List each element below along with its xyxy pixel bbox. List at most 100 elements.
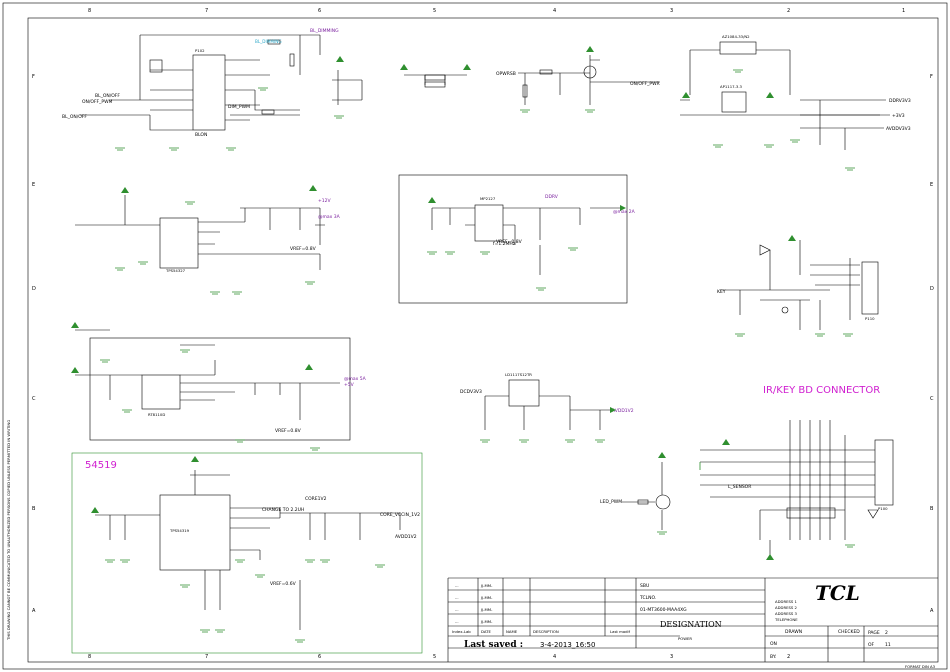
of-label: OF [868,642,875,648]
net-label: ON/OFF_PWR [630,81,660,87]
regulator-u11 [719,41,757,55]
resistor [424,81,446,88]
drawn-label: DRAWN [785,629,802,635]
diode [759,244,771,256]
resistor [522,84,528,98]
checked-label: CHECKED [838,629,860,635]
vref-label: VREF=0.8V [290,246,317,252]
part-label: AP1117-3.3 [720,84,743,89]
net-label: @max 3A [318,214,341,220]
net-label: DDRV [545,194,559,200]
col-marker: 4 [553,654,556,660]
core-buck-block: 54519 TPS54319 CHANGE TO 2.2UH CORE1V2 C… [71,452,423,654]
net-label: BLON [195,132,207,138]
col-marker: 3 [670,654,673,660]
designation-label: DESIGNATION [660,620,722,629]
row-marker: B [32,506,36,512]
of-value: 11 [885,642,891,648]
title-block: Index-Lab DATE NAME DESCRIPTION Last mod… [447,577,938,669]
net-label: CORE_VCCIN_1V2 [380,512,420,518]
row-marker: C [32,396,36,402]
col-header: NAME [506,629,518,634]
vref-label: VREF=0.8V [275,428,302,434]
net-label: AVDD1V2 [395,534,417,540]
row-marker: D [930,286,934,292]
side-note: THIS DRAWING CANNOT BE COMMUNICATED TO U… [6,420,11,641]
rev-index: ... [455,619,459,624]
54519-label: 54519 [85,460,117,471]
rev-date: JJ-MM- [480,595,493,600]
address-line: ADDRESS 3 [775,611,798,616]
row-marker: B [930,506,934,512]
net-label: DDRV3V3 [889,98,911,104]
54519-box [71,452,423,654]
net-label: LED_PWM [600,499,622,505]
net-label: +12V [318,198,331,204]
test-point [781,306,789,314]
net-label: DIM_PWM [228,104,250,110]
row-marker: F [32,74,35,80]
diode [867,509,879,519]
col-marker: 1 [902,8,905,14]
col-marker: 2 [787,654,790,660]
regulator-3v3-block: AZ1084-33/N2 AP1117-3.3 DDRV3V3 +3V3 AVD… [680,34,911,171]
resistor [424,74,446,81]
connector-p100 [874,439,894,506]
connector-p110 [861,261,879,315]
resistor [539,69,553,75]
net-label: L_SENSOR [728,484,751,490]
row-markers: F E D C B A F E D C B A [32,74,934,614]
freq-label: f=1.2MHz [493,241,516,247]
ic-rt8110d [141,374,181,410]
rev-date: JJ-MM- [480,583,493,588]
net-label: DCDV3V3 [460,389,482,395]
resistor [637,499,649,505]
net-label: @max 5A [344,376,367,382]
net-label: BL_DIMMING [310,28,339,34]
row-marker: A [930,608,934,614]
drawing-number: 01-MT3600-MAA4XG [640,607,687,613]
col-marker: 4 [553,8,556,14]
vref-label: VREF=0.6V [270,581,297,587]
ic-tps54327 [159,217,199,269]
ddr-box [398,174,628,304]
part-label: P102 [195,48,205,53]
col-marker: 2 [787,8,790,14]
designation-value: POWER [678,636,692,641]
format-label: FORMAT DIN A3 [905,664,936,669]
divider-block [400,64,471,88]
buck-5v-block: RT8110D @max 5A +5V VREF=0.8V [71,322,367,451]
col-marker: 3 [670,8,673,14]
key-ir-block: KEY P110 [717,235,879,337]
resistor [267,39,281,45]
row-marker: C [930,396,934,402]
ddr-buck-block: MP2127 DDRV @max 2A f=1.2MHz VREF=0.8V [398,174,636,304]
col-marker: 8 [88,654,91,660]
part-label: P100 [878,506,888,511]
row-marker: E [32,182,35,188]
ic-mp2127 [474,204,504,242]
backlight-block: P102 BL_DIMMING ON/OFF_PWM BL_ON/OFF DIM… [62,28,339,151]
part-label: TPS54319 [169,528,190,533]
cap-block-5v [332,56,363,119]
on-label: ON [770,641,777,647]
change-label: CHANGE TO 2.2UH [262,507,304,513]
ic-ld1117 [508,379,540,407]
tcl-no-label: TCLNO. [639,595,656,601]
col-marker: 5 [433,654,436,660]
column-markers: 8 7 6 5 4 3 2 1 8 7 6 5 4 3 2 [88,8,905,660]
ir-key-title: IR/KEY BD CONNECTOR [763,385,880,396]
net-label: AVDDV3V3 [886,126,911,132]
ir-connector-block: P100 L_SENSOR [699,420,894,560]
sheet-frame [27,17,939,663]
row-marker: D [32,286,36,292]
transistor [655,494,671,510]
resistor [261,109,275,115]
part-label: AZ1084-33/N2 [722,34,750,39]
net-label: BL_ON/OFF [62,114,87,120]
resistor-array [786,507,836,519]
row-marker: A [32,608,36,614]
5v-box [89,337,351,441]
